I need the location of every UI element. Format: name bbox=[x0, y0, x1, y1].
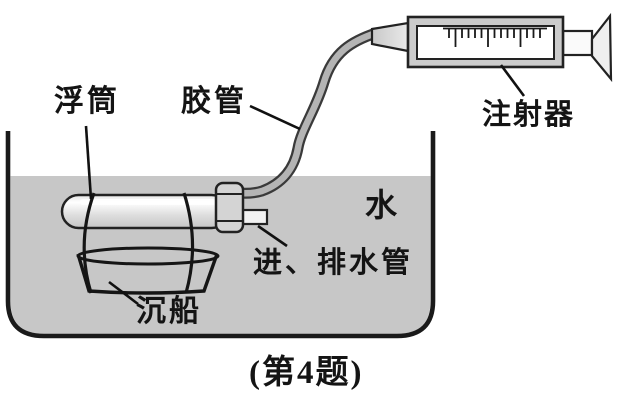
label-sunken-ship: 沉船 bbox=[136, 295, 202, 328]
syringe-thumb-rest bbox=[590, 12, 613, 83]
tank-outline bbox=[5, 131, 436, 339]
sunken-ship-hull bbox=[76, 253, 219, 295]
leader-syringe bbox=[499, 64, 526, 97]
rubber-tube bbox=[228, 29, 380, 197]
leader-ship bbox=[108, 280, 139, 306]
label-float: 浮筒 bbox=[54, 85, 120, 118]
syringe-scale bbox=[443, 27, 547, 47]
leader-float bbox=[84, 125, 93, 200]
figure-caption: (第4题) bbox=[249, 355, 364, 391]
label-rubber-tube: 胶管 bbox=[181, 85, 247, 118]
label-intake-drain-pipe: 进、排水管 bbox=[253, 247, 414, 279]
syringe-nozzle bbox=[370, 21, 410, 53]
leader-hose bbox=[249, 104, 301, 131]
strap-left bbox=[82, 192, 96, 294]
float-highlight bbox=[80, 199, 216, 205]
leader-pipe bbox=[257, 224, 288, 248]
syringe-barrel-inner bbox=[416, 25, 555, 60]
syringe-plunger-rod bbox=[561, 29, 594, 57]
label-water: 水 bbox=[365, 187, 398, 223]
sunken-ship-rim bbox=[76, 246, 220, 266]
strap-right bbox=[182, 192, 195, 294]
float-valve-cap bbox=[214, 181, 245, 234]
label-syringe: 注射器 bbox=[482, 99, 576, 131]
rubber-tube-outline bbox=[226, 27, 382, 199]
float-valve-cap-flanges bbox=[216, 193, 243, 222]
